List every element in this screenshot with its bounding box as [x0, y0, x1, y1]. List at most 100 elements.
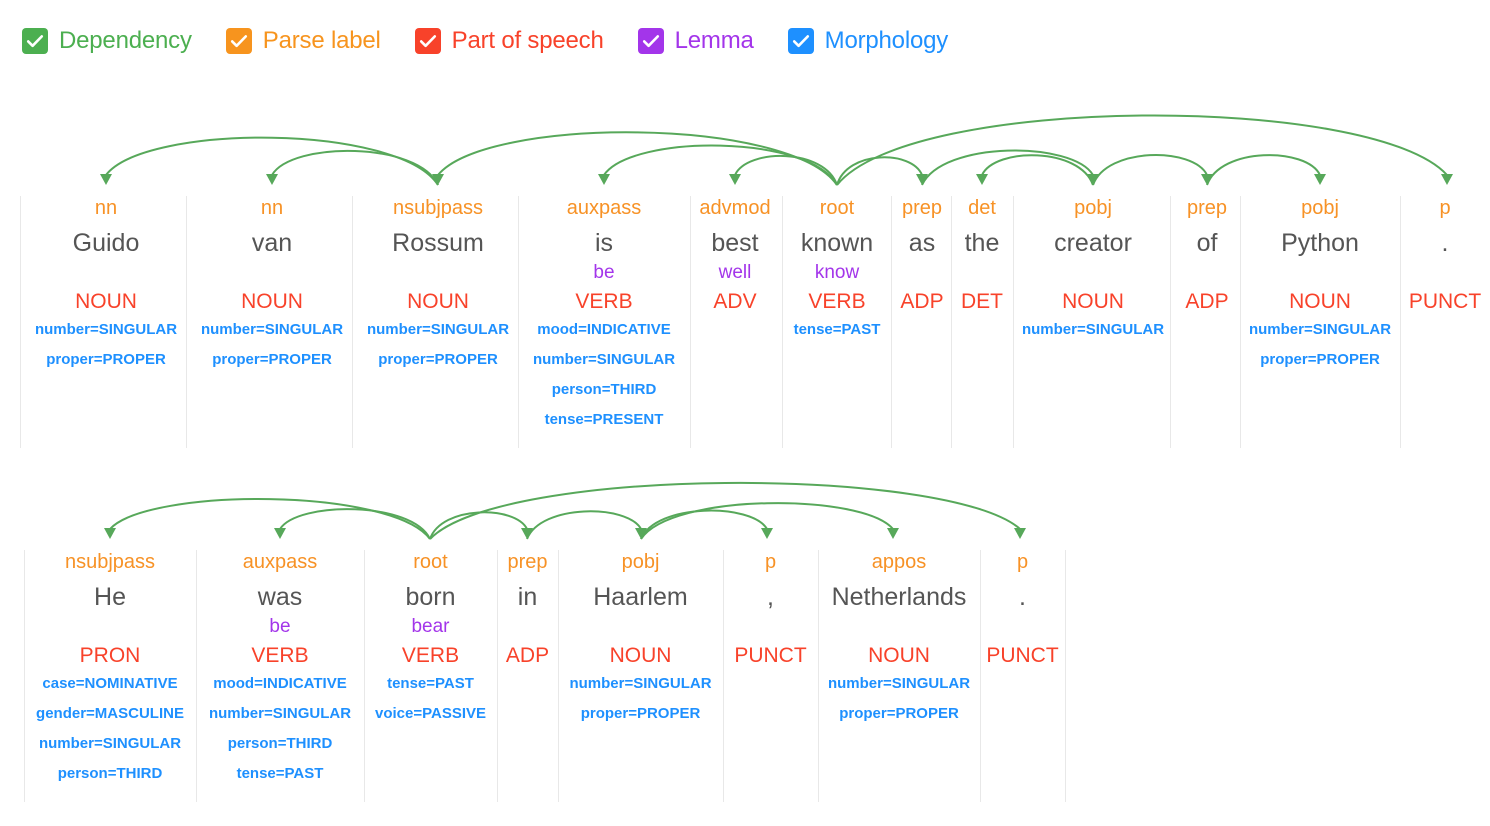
token-morphology-feature: tense=PRESENT	[544, 411, 664, 428]
token-part-of-speech: NOUN	[1062, 290, 1124, 313]
legend-label: Dependency	[59, 27, 192, 54]
dependency-arc	[921, 149, 1094, 186]
token-part-of-speech: DET	[961, 290, 1003, 313]
dependency-arrowhead	[976, 174, 988, 185]
column-divider	[24, 550, 25, 802]
column-divider	[980, 550, 981, 802]
dependency-arc	[437, 131, 838, 186]
token-morphology-feature: person=THIRD	[57, 765, 163, 782]
dependency-arrowhead	[266, 174, 278, 185]
token-morphology-feature: number=SINGULAR	[1248, 321, 1392, 338]
token-column[interactable]: p. PUNCT	[1400, 196, 1490, 315]
column-divider	[20, 196, 21, 448]
column-divider	[723, 550, 724, 802]
token-morphology-feature: number=SINGULAR	[208, 705, 352, 722]
token-column[interactable]: p. PUNCT	[980, 550, 1065, 669]
token-part-of-speech: PUNCT	[1408, 290, 1482, 313]
column-divider	[1065, 550, 1066, 802]
token-morphology-feature: voice=PASSIVE	[374, 705, 487, 722]
checkbox-checked-icon[interactable]	[225, 28, 252, 54]
token-parse-label: auxpass	[566, 197, 642, 219]
token-morphology-feature: number=SINGULAR	[569, 675, 712, 692]
token-part-of-speech: VERB	[401, 644, 460, 667]
legend-toggle-morphology[interactable]: Morphology	[787, 27, 948, 55]
dependency-arc	[271, 149, 439, 186]
checkbox-checked-icon[interactable]	[787, 28, 814, 54]
token-parse-label: p	[764, 551, 777, 573]
dependency-arrowhead	[1201, 174, 1213, 185]
dependency-arrowhead	[1314, 174, 1326, 185]
column-divider	[818, 550, 819, 802]
token-morphology-feature: number=SINGULAR	[827, 675, 971, 692]
dependency-arrowhead	[432, 174, 444, 185]
checkbox-checked-icon[interactable]	[414, 28, 441, 54]
token-part-of-speech: ADP	[505, 644, 550, 667]
legend-toggle-dependency[interactable]: Dependency	[22, 27, 192, 55]
column-divider	[690, 196, 691, 448]
token-column[interactable]: p, PUNCT	[723, 550, 818, 669]
token-word: Python	[1281, 229, 1359, 257]
token-parse-label: p	[1439, 197, 1451, 219]
token-lemma: know	[814, 262, 860, 283]
dependency-arc	[836, 114, 1448, 186]
column-divider	[782, 196, 783, 448]
token-word: of	[1196, 229, 1218, 257]
token-morphology-feature: number=SINGULAR	[34, 321, 178, 338]
dependency-arc	[429, 511, 528, 540]
checkbox-checked-icon[interactable]	[22, 28, 48, 54]
dependency-arrowhead	[1441, 174, 1453, 185]
dependency-arrowhead	[729, 174, 741, 185]
token-word: in	[517, 583, 538, 611]
dependency-arrowhead	[916, 174, 928, 185]
column-divider	[1240, 196, 1241, 448]
legend-label: Lemma	[674, 27, 754, 54]
legend-toggle-lemma[interactable]: Lemma	[637, 27, 754, 55]
dependency-arrowhead	[887, 528, 899, 539]
token-parse-label: appos	[871, 551, 927, 573]
token-word: was	[257, 583, 303, 611]
token-morphology-feature: tense=PAST	[793, 321, 881, 338]
column-divider	[951, 196, 952, 448]
token-parse-label: prep	[901, 197, 943, 219]
legend-toggle-part-of-speech[interactable]: Part of speech	[414, 27, 604, 55]
token-parse-label: advmod	[699, 197, 771, 219]
dependency-arrowhead	[761, 528, 773, 539]
token-lemma: bear	[411, 616, 450, 637]
token-part-of-speech: PRON	[79, 644, 141, 667]
token-word: .	[1019, 583, 1026, 611]
token-lemma: be	[593, 262, 615, 283]
token-morphology-feature: person=THIRD	[227, 735, 333, 752]
legend-toggle-parse-label[interactable]: Parse label	[225, 27, 381, 55]
token-part-of-speech: ADP	[1185, 290, 1229, 313]
token-part-of-speech: VERB	[251, 644, 309, 667]
token-morphology-feature: gender=MASCULINE	[36, 705, 184, 722]
column-divider	[1013, 196, 1014, 448]
checkbox-checked-icon[interactable]	[637, 28, 664, 54]
dependency-arc	[640, 502, 894, 540]
token-parse-label: det	[968, 197, 996, 219]
column-divider	[891, 196, 892, 448]
column-divider	[497, 550, 498, 802]
dependency-arc	[109, 498, 431, 540]
token-parse-label: nsubjpass	[392, 197, 484, 219]
token-word: He	[94, 583, 126, 611]
token-parse-label: p	[1016, 551, 1029, 573]
token-parse-label: auxpass	[242, 551, 318, 573]
